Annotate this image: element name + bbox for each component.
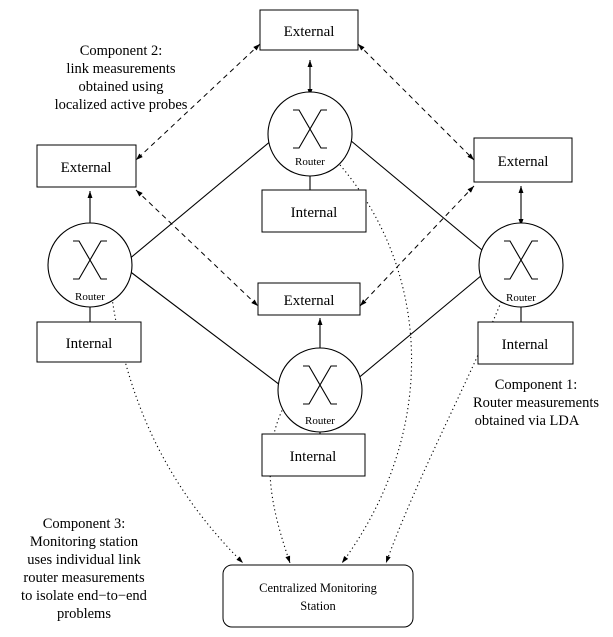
probe-right-bottom bbox=[359, 185, 475, 307]
component1-line2: Router measurements bbox=[473, 395, 599, 411]
external-label: External bbox=[61, 160, 112, 176]
router-right: Router bbox=[478, 222, 564, 308]
router-bottom: Router bbox=[277, 347, 363, 433]
link-left-bottom bbox=[127, 269, 281, 386]
internal-label: Internal bbox=[290, 449, 337, 465]
router-circle bbox=[47, 222, 133, 308]
internal-node-top: Internal bbox=[261, 189, 367, 233]
component3-line6: problems bbox=[57, 606, 111, 622]
external-label: External bbox=[284, 24, 335, 40]
link-top-right bbox=[349, 139, 489, 256]
router-label: Router bbox=[75, 291, 105, 303]
external-label: External bbox=[284, 293, 335, 309]
probe-top-left bbox=[135, 43, 261, 161]
internal-label: Internal bbox=[291, 205, 338, 221]
internal-label: Internal bbox=[502, 337, 549, 353]
component3-line4: router measurements bbox=[23, 570, 145, 586]
internal-node-right: Internal bbox=[477, 321, 574, 365]
router-circle bbox=[478, 222, 564, 308]
component1-line3: obtained via LDA bbox=[475, 413, 580, 429]
router-circle bbox=[267, 91, 353, 177]
component3-line1: Component 3: bbox=[43, 516, 126, 532]
internal-label: Internal bbox=[66, 336, 113, 352]
component2-line2: link measurements bbox=[66, 61, 175, 77]
router-links bbox=[127, 139, 489, 386]
router-label: Router bbox=[295, 156, 325, 168]
component2-line4: localized active probes bbox=[55, 97, 188, 113]
router-left: Router bbox=[47, 222, 133, 308]
external-label: External bbox=[498, 154, 549, 170]
component2-line3: obtained using bbox=[79, 79, 164, 95]
router-top: Router bbox=[267, 91, 353, 177]
router-circle bbox=[277, 347, 363, 433]
external-node-top: External bbox=[259, 9, 359, 51]
component3-line5: to isolate end−to−end bbox=[21, 588, 148, 604]
internal-node-bottom: Internal bbox=[261, 433, 366, 477]
annotation-component2: Component 2: link measurements obtained … bbox=[55, 43, 188, 113]
external-node-left: External bbox=[36, 144, 137, 188]
internal-node-left: Internal bbox=[36, 321, 142, 363]
monitoring-station-label-line2: Station bbox=[300, 599, 336, 613]
link-left-top bbox=[127, 139, 273, 261]
probe-arrows bbox=[135, 43, 475, 307]
link-bottom-right bbox=[349, 269, 489, 386]
probe-left-bottom bbox=[135, 189, 259, 307]
router-label: Router bbox=[506, 292, 536, 304]
external-node-bottom: External bbox=[257, 282, 361, 316]
annotation-component3: Component 3: Monitoring station uses ind… bbox=[21, 516, 148, 622]
component1-line1: Component 1: bbox=[495, 377, 578, 393]
probe-top-right bbox=[357, 43, 475, 161]
component2-line1: Component 2: bbox=[80, 43, 163, 59]
monitoring-station: Centralized Monitoring Station bbox=[222, 564, 414, 628]
external-node-right: External bbox=[473, 137, 573, 183]
component3-line3: uses individual link bbox=[27, 552, 141, 568]
component3-line2: Monitoring station bbox=[30, 534, 139, 550]
monitoring-station-label-line1: Centralized Monitoring bbox=[259, 581, 377, 595]
annotation-component1: Component 1: Router measurements obtaine… bbox=[473, 377, 599, 429]
router-label: Router bbox=[305, 415, 335, 427]
